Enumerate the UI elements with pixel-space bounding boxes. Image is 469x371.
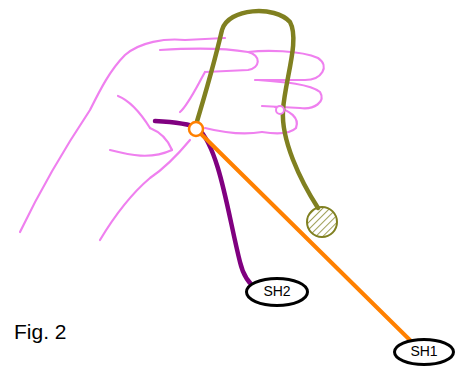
yarn: [195, 11, 337, 237]
ellipse-shape: [395, 340, 454, 365]
label-text: SH2: [263, 284, 290, 299]
label-text: SH1: [410, 344, 437, 359]
yarn-ball: [307, 207, 337, 237]
knot: [189, 122, 203, 136]
strand-sh1: [197, 130, 420, 350]
strand-label: SH1: [393, 338, 455, 366]
strand-sh2: [155, 121, 258, 290]
figure-caption: Fig. 2: [14, 320, 67, 344]
ellipse-shape: [247, 279, 308, 306]
strand-label: SH2: [245, 277, 309, 307]
